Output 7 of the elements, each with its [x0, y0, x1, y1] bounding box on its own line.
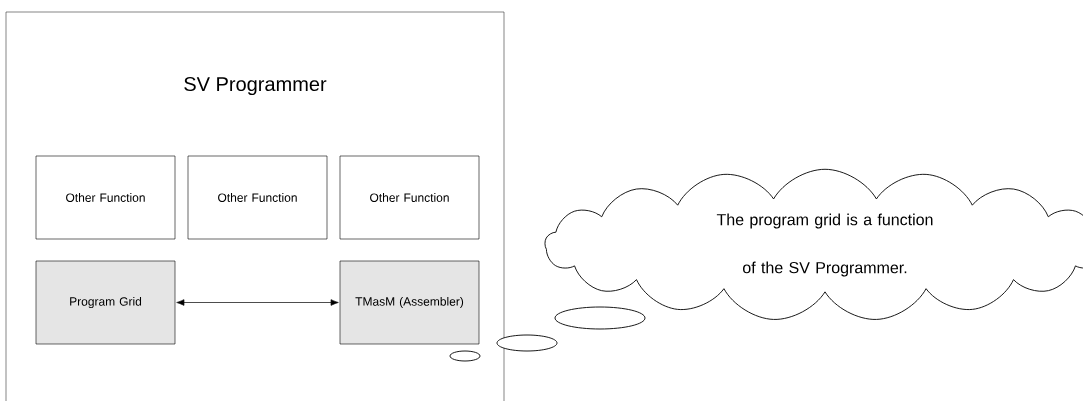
thought-cloud: The program grid is a function of the SV Programmer. [544, 168, 1083, 320]
component-box: TMasM (Assembler) [339, 260, 480, 345]
component-box: Program Grid [35, 260, 176, 345]
function-box: Other Function [339, 155, 480, 240]
function-box: Other Function [35, 155, 176, 240]
function-box: Other Function [187, 155, 328, 240]
arrow [176, 299, 339, 306]
